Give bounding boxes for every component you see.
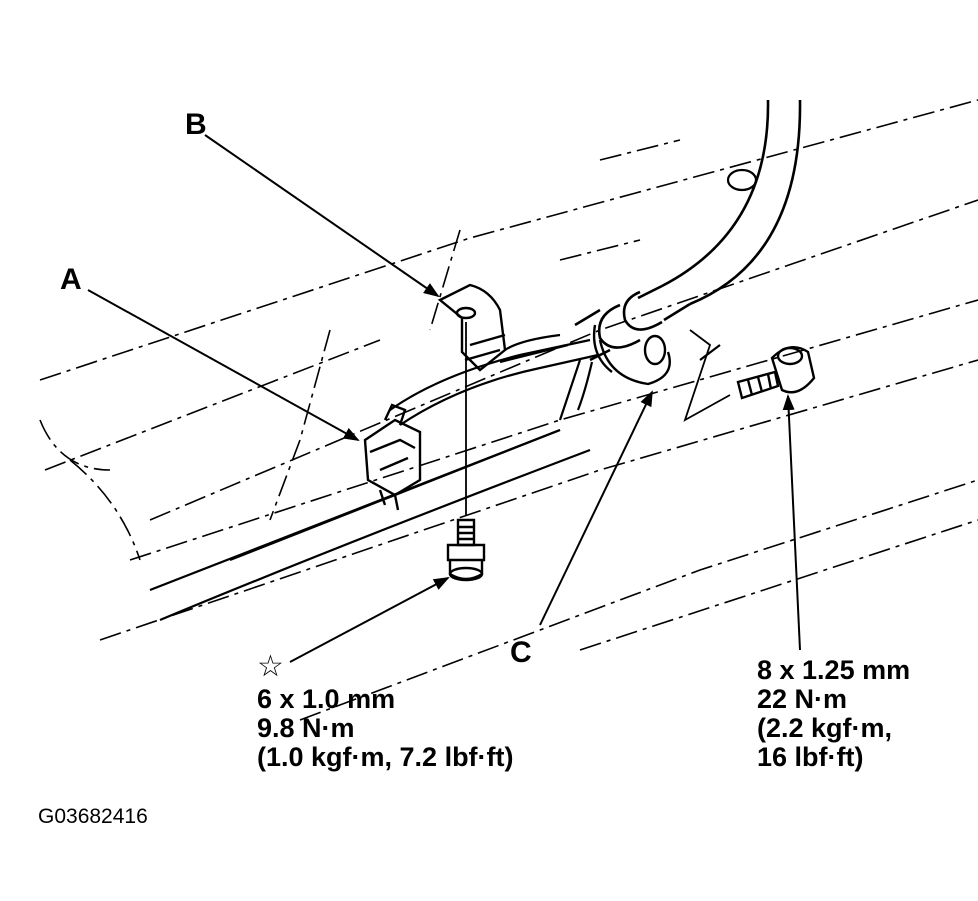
large-bolt-torque-alt-1: (2.2 kgf·m, <box>757 713 893 743</box>
sensor-harness <box>389 333 599 426</box>
small-bolt-torque-nm: 9.8 N·m <box>257 713 355 743</box>
small-bolt-torque-alt: (1.0 kgf·m, 7.2 lbf·ft) <box>257 742 514 772</box>
connector-a <box>363 403 422 511</box>
install-guide-lines <box>465 322 731 515</box>
figure-code: G03682416 <box>38 805 148 828</box>
large-bolt-torque-alt-2: 16 lbf·ft) <box>757 742 864 772</box>
callout-c: C <box>510 636 532 669</box>
callout-a: A <box>60 263 82 296</box>
grommet-c <box>592 324 671 386</box>
small-flange-bolt <box>446 518 486 582</box>
small-bolt-size: 6 x 1.0 mm <box>257 684 396 714</box>
large-bolt-torque-nm: 22 N·m <box>757 684 848 714</box>
large-bolt-size: 8 x 1.25 mm <box>757 655 911 685</box>
callout-b: B <box>185 108 207 141</box>
body-panel-lines <box>39 99 978 721</box>
leader-lines <box>87 134 801 663</box>
star-symbol: ☆ <box>257 649 284 684</box>
large-bolt <box>736 346 816 400</box>
brake-hose <box>574 99 802 362</box>
bracket-b <box>437 283 507 372</box>
